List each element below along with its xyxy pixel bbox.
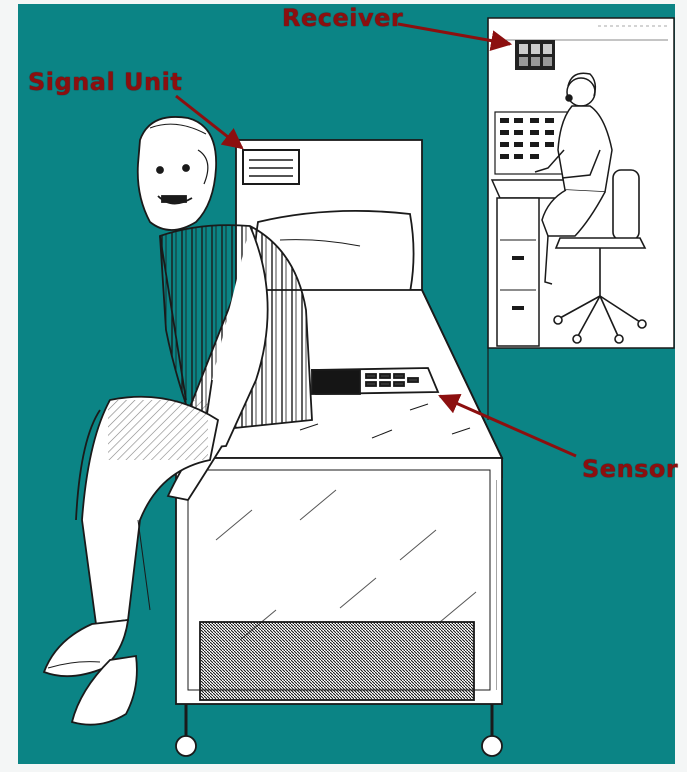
receiver-label: Receiver: [282, 4, 403, 32]
receiver-device-icon: [515, 40, 555, 70]
caster-wheel-right: [482, 736, 502, 756]
caster-wheel-left: [176, 736, 196, 756]
signal-unit-label: Signal Unit: [28, 68, 182, 96]
bed-sensor-pad-icon: [312, 368, 438, 394]
signal-unit-device-icon: [243, 150, 299, 184]
under-bed-shadow: [200, 622, 474, 700]
sensor-label: Sensor: [582, 455, 678, 483]
